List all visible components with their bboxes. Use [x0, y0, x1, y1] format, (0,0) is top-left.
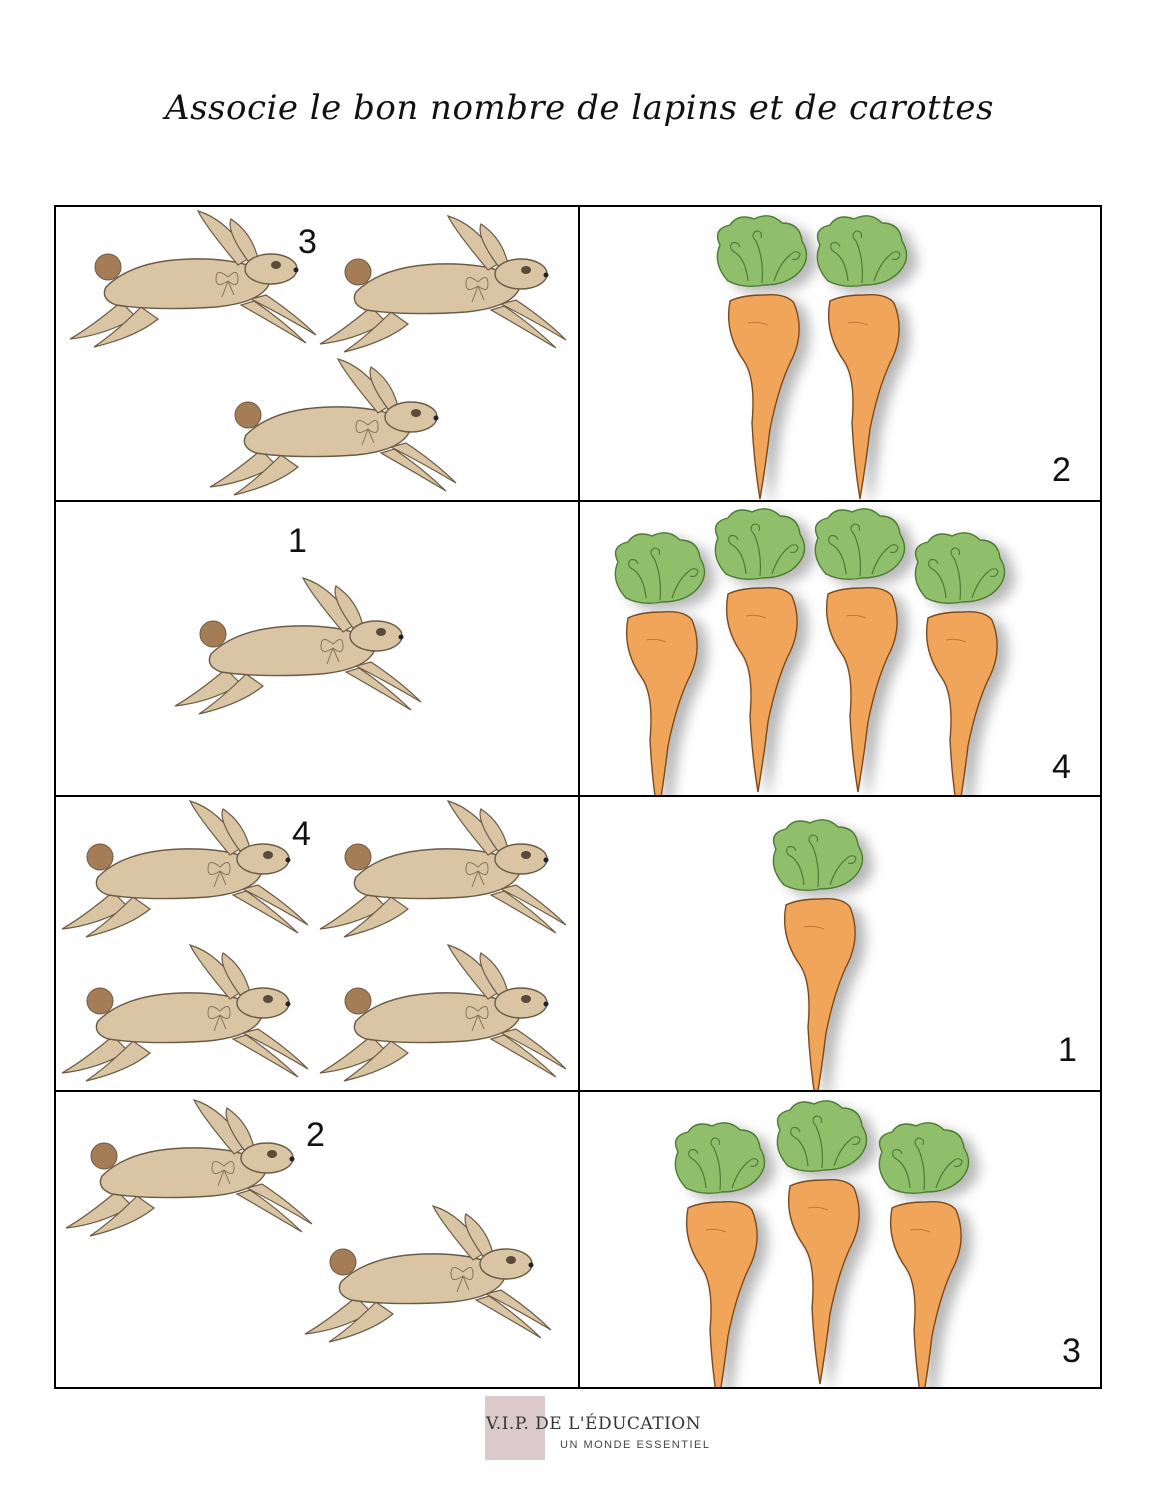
carrot-icon: [777, 1101, 866, 1384]
carrot-count-label: 3: [1062, 1332, 1081, 1370]
carrot-cell-2[interactable]: 4: [580, 502, 1100, 797]
rabbit-count-label: 3: [298, 223, 317, 261]
rabbit-group-1: [69, 210, 567, 496]
carrot-icon: [915, 533, 1004, 795]
rabbit-cell-2[interactable]: 1: [56, 502, 580, 797]
rabbit-icon: [319, 215, 567, 353]
carrot-group-2: [580, 502, 1100, 795]
rabbit-group-3: [61, 800, 567, 1082]
footer-tagline: UN MONDE ESSENTIEL: [560, 1439, 711, 1451]
rabbit-cell-4[interactable]: 2: [56, 1092, 580, 1387]
rabbit-cell-3[interactable]: 4: [56, 797, 580, 1092]
rabbit-cell-1[interactable]: 3: [56, 207, 580, 502]
rabbit-icon: [61, 800, 309, 938]
carrot-icon: [717, 216, 806, 499]
page-title: Associe le bon nombre de lapins et de ca…: [165, 88, 994, 128]
rabbit-icon: [304, 1205, 552, 1343]
rabbit-icon: [319, 800, 567, 938]
carrot-count-label: 1: [1058, 1031, 1077, 1069]
carrot-group-4: [580, 1092, 1100, 1387]
carrot-icon: [817, 216, 906, 499]
rabbit-count-label: 2: [306, 1116, 325, 1154]
rabbit-count-label: 4: [292, 815, 311, 853]
carrot-icon: [675, 1123, 764, 1387]
carrot-icon: [879, 1123, 968, 1387]
rabbit-icon: [174, 577, 422, 715]
carrot-group-1: [580, 207, 1100, 500]
carrot-group-3: [580, 797, 1100, 1090]
rabbit-icon: [61, 944, 309, 1082]
carrot-cell-4[interactable]: 3: [580, 1092, 1100, 1387]
footer-brand: V.I.P. DE L'ÉDUCATION: [486, 1414, 702, 1434]
rabbit-icon: [69, 210, 317, 348]
rabbit-count-label: 1: [288, 522, 307, 560]
carrot-icon: [815, 509, 904, 792]
carrot-cell-1[interactable]: 2: [580, 207, 1100, 502]
matching-grid: 3 2 1 4 4: [54, 205, 1102, 1389]
rabbit-icon: [65, 1099, 313, 1237]
carrot-count-label: 2: [1052, 451, 1071, 489]
carrot-cell-3[interactable]: 1: [580, 797, 1100, 1092]
carrot-icon: [773, 820, 862, 1090]
carrot-icon: [615, 533, 704, 795]
carrot-count-label: 4: [1052, 748, 1071, 786]
rabbit-icon: [209, 358, 457, 496]
rabbit-icon: [319, 944, 567, 1082]
carrot-icon: [715, 509, 804, 792]
brand-logo: [485, 1396, 545, 1460]
rabbit-group-2: [174, 577, 422, 715]
